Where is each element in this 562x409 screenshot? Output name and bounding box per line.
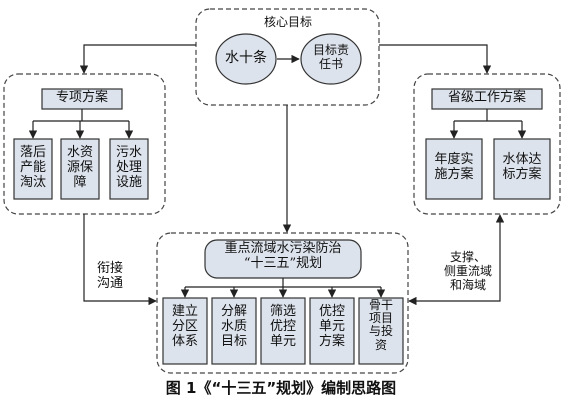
special-plan-title: 专项方案 (55, 90, 108, 105)
core-right-node-label: 目标责 任书 (312, 43, 349, 71)
basin-item-2-label: 分解 水质 目标 (220, 304, 247, 349)
core-to-right-arrow (379, 44, 492, 74)
core-right-ellipse (300, 33, 362, 85)
provincial-plan-group (413, 73, 561, 215)
basin-item-5-label: 骨干 项目 与投 资 (368, 298, 393, 352)
special-item-2-label: 水资 源保 障 (66, 145, 93, 190)
provincial-item-box-1 (425, 138, 483, 200)
basin-item-box-4 (309, 297, 355, 365)
special-item-box-1 (13, 138, 53, 200)
figure-caption: 图 1《“十三五”规划》编制思路图 (165, 379, 397, 397)
basin-item-box-2 (211, 297, 257, 365)
left-link-label: 衔接 沟通 (96, 261, 123, 291)
basin-item-box-5 (358, 297, 404, 365)
basin-plan-group (156, 232, 409, 374)
provincial-item-2-label: 水体达 标方案 (502, 152, 542, 182)
special-item-3-label: 污水 处理 设施 (115, 145, 142, 190)
core-left-node-label: 水十条 (225, 50, 267, 66)
basin-item-3-label: 筛选 优控 单元 (269, 304, 296, 349)
basin-item-box-3 (260, 297, 306, 365)
special-item-1-label: 落后 产能 淘汰 (19, 145, 46, 190)
core-left-ellipse (215, 33, 277, 85)
left-to-bottom-arrow (83, 214, 157, 306)
basin-item-box-1 (162, 297, 208, 365)
right-bottom-link-arrow (408, 214, 505, 306)
special-item-box-2 (60, 138, 100, 200)
core-goal-title: 核心目标 (263, 15, 312, 29)
basin-item-1-label: 建立 分区 体系 (171, 304, 198, 349)
provincial-plan-title: 省级工作方案 (447, 90, 526, 105)
core-to-left-arrow (79, 44, 196, 74)
right-link-label: 支撑、 侧重流域 和海域 (443, 250, 492, 292)
basin-item-4-label: 优控 单元 方案 (318, 304, 345, 349)
basin-plan-title: 重点流域水污染防治 “十三五”规划 (224, 241, 342, 271)
provincial-item-1-label: 年度实 施方案 (434, 152, 474, 182)
provincial-item-box-2 (493, 138, 551, 200)
special-item-box-3 (109, 138, 149, 200)
